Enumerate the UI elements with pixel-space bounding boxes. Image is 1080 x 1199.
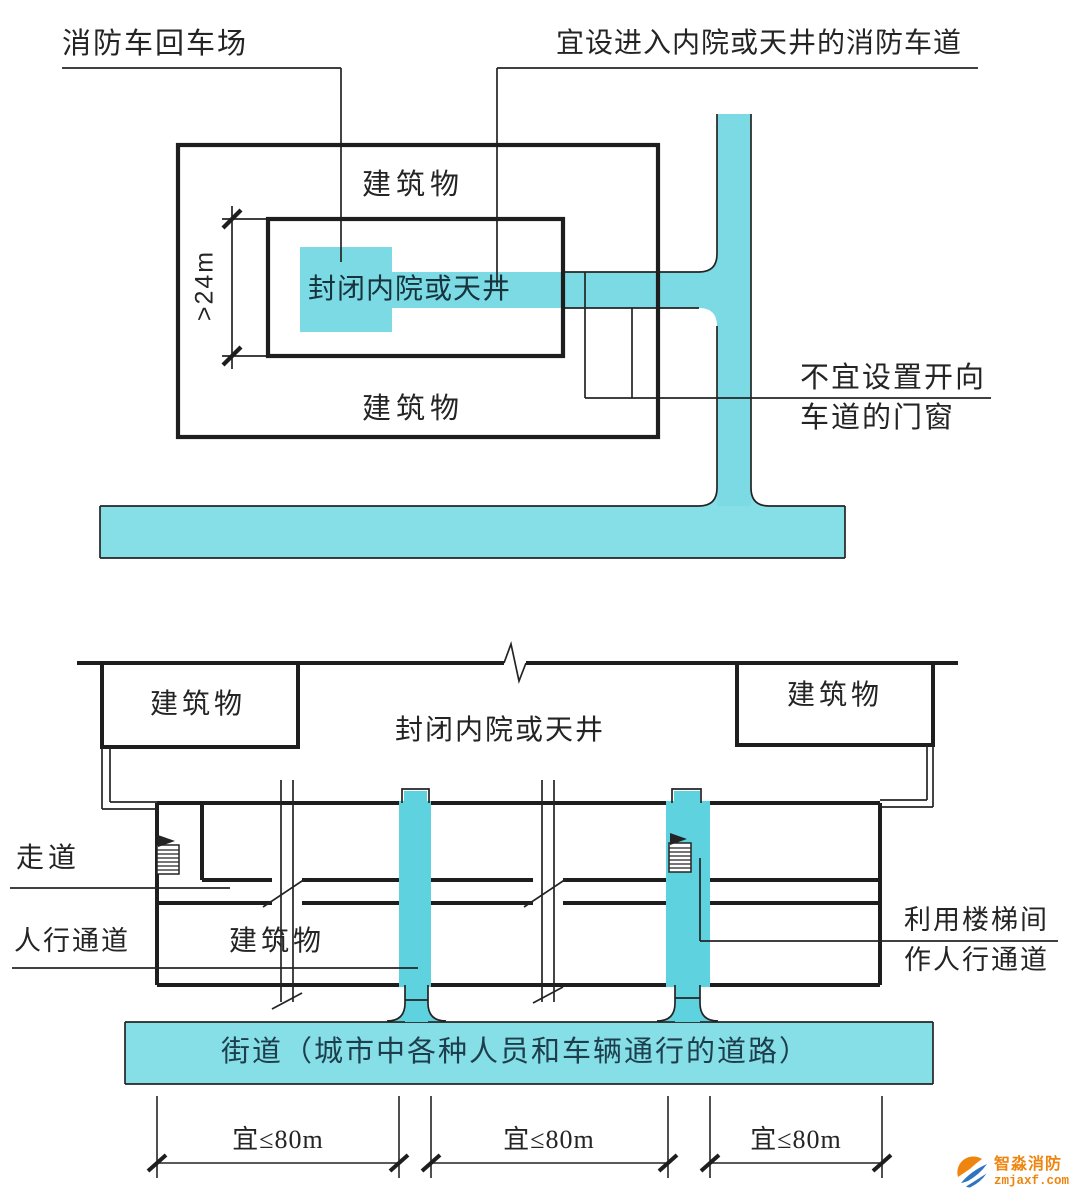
stair-note-line1: 利用楼梯间 — [904, 905, 1049, 935]
passage-outlines-and-leaders — [10, 788, 1058, 1022]
spacing-label-2: 宜≤80m — [503, 1125, 595, 1154]
logo-name: 智淼消防 — [994, 1156, 1063, 1174]
watermark-logo: 智淼消防 zmjaxf.com — [954, 1154, 1069, 1191]
spacing-label-3: 宜≤80m — [750, 1125, 842, 1154]
bottom-thin-lines — [101, 640, 934, 1010]
building-right-label: 建筑物 — [787, 680, 884, 711]
corridor-label: 走道 — [16, 843, 81, 874]
courtyard-label-bottom: 封闭内院或天井 — [395, 715, 606, 746]
window-note-line1: 不宜设置开向 — [800, 362, 987, 394]
bottom-building-walls — [77, 661, 958, 987]
dimension-ticks — [146, 1153, 893, 1173]
top-courtyard-and-roads — [100, 114, 845, 558]
lane-label: 宜设进入内院或天井的消防车道 — [556, 28, 963, 59]
building-band-label: 建筑物 — [229, 926, 326, 957]
street-label: 街道（城市中各种人员和车辆通行的道路） — [221, 1036, 811, 1068]
stair-symbol-passage — [668, 833, 692, 873]
window-note-line2: 车道的门窗 — [800, 402, 956, 434]
building-left-label: 建筑物 — [150, 689, 247, 720]
spacing-label-1: 宜≤80m — [232, 1125, 324, 1154]
top-building-walls — [175, 142, 661, 440]
pedestrian-passages — [387, 791, 718, 1022]
walkway-label: 人行通道 — [14, 926, 130, 956]
top-dimension-ticks — [221, 208, 243, 367]
courtyard-label-top: 封闭内院或天井 — [308, 274, 512, 305]
turnaround-label: 消防车回车场 — [62, 28, 249, 60]
stair-note-line2: 作人行通道 — [904, 945, 1049, 975]
courtyard-dimension: >24m — [190, 249, 219, 322]
logo-url: zmjaxf.com — [994, 1174, 1070, 1189]
logo-icon — [955, 1155, 990, 1190]
stair-symbol-left — [156, 835, 180, 875]
top-thin-lines — [62, 67, 991, 559]
building-bottom-label: 建筑物 — [362, 393, 465, 425]
street-band — [124, 1021, 934, 1085]
building-top-label: 建筑物 — [362, 169, 465, 201]
